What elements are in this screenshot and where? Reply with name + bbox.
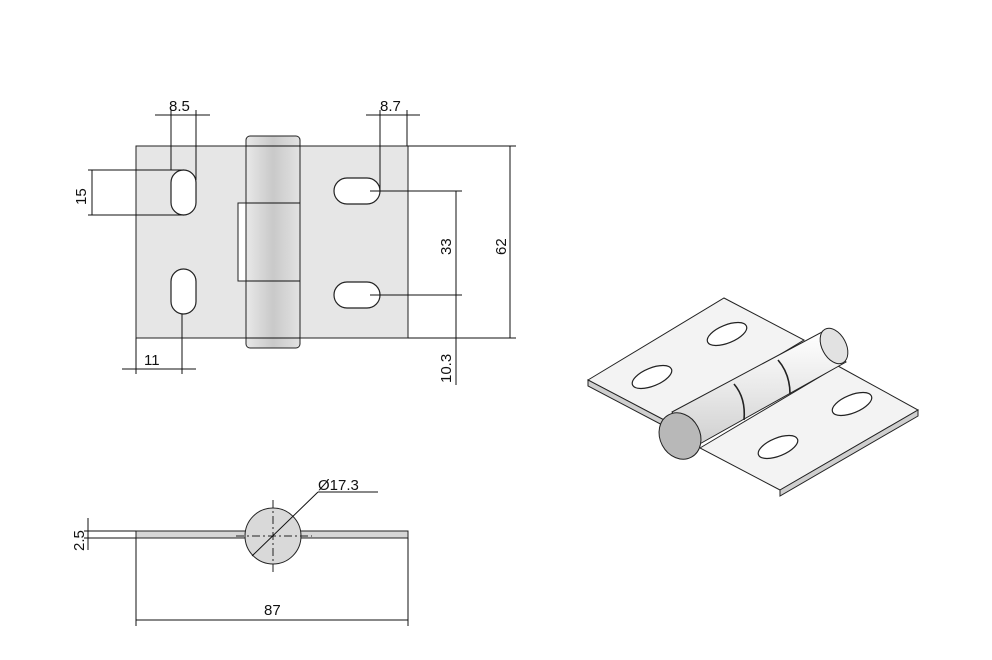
iso-slot-1: [631, 364, 673, 390]
dim-label-11: 11: [144, 352, 160, 369]
dim-label-diameter: Ø17.3: [318, 477, 359, 494]
iso-view: [586, 297, 920, 497]
dim-bottom-offset: 10.3: [408, 295, 462, 385]
iso-slot-2: [706, 321, 748, 347]
side-view: Ø17.3 2.5 87: [71, 477, 409, 626]
dim-label-33: 33: [438, 238, 455, 255]
dim-label-8-7: 8.7: [380, 98, 401, 115]
dim-thickness: 2.5: [71, 518, 136, 551]
dim-slot-length: 15: [73, 169, 184, 216]
front-view: 8.5 8.7 15 33 62: [73, 98, 516, 385]
dim-label-2-5: 2.5: [71, 530, 88, 551]
dim-label-87: 87: [264, 602, 281, 619]
dim-slot-pitch: 33: [370, 190, 462, 296]
iso-slot-3: [757, 434, 799, 460]
knuckle: [237, 135, 301, 349]
iso-slot-4: [831, 391, 873, 417]
dim-label-10-3: 10.3: [438, 354, 455, 383]
slot-lower-left: [170, 268, 197, 315]
dim-edge-offset: 11: [122, 314, 196, 374]
dim-label-8-5: 8.5: [169, 98, 190, 115]
dim-label-15: 15: [73, 188, 90, 205]
iso-pin-end: [658, 412, 702, 460]
dim-label-62: 62: [493, 238, 510, 255]
iso-knuckle: [658, 327, 849, 460]
dim-overall-width: 87: [135, 538, 409, 626]
slot-upper-left: [170, 169, 197, 216]
right-leaf: [299, 145, 409, 339]
dim-overall-height: 62: [408, 145, 516, 339]
dim-slot-width-right: 8.7: [366, 98, 420, 190]
dim-slot-width-left: 8.5: [155, 98, 210, 180]
